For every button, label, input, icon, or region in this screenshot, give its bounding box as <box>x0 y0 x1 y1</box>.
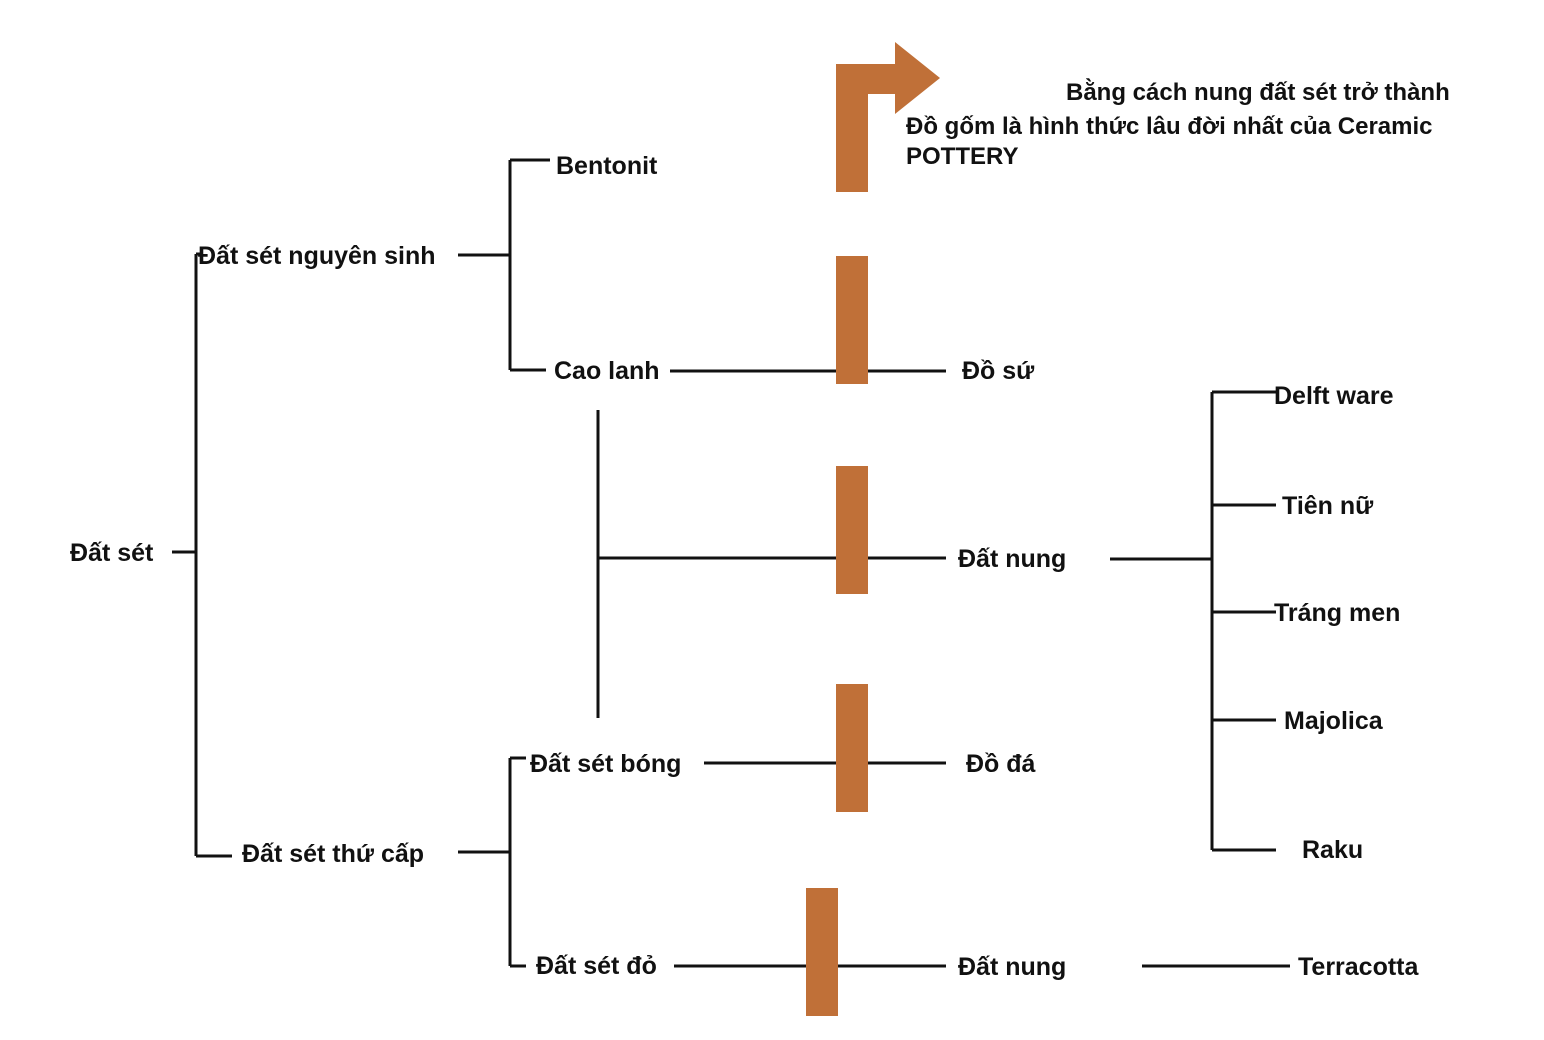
node-secondary-clay: Đất sét thứ cấp <box>242 840 425 868</box>
node-stoneware: Đồ đá <box>966 750 1036 778</box>
node-raku: Raku <box>1302 836 1364 864</box>
node-bentonite: Bentonit <box>556 152 658 180</box>
firing-bar-stoneware <box>836 684 868 812</box>
node-kaolin: Cao lanh <box>554 357 660 385</box>
firing-bar-earthenware <box>836 466 868 594</box>
note-line-3: POTTERY <box>906 143 1019 170</box>
node-red-clay: Đất sét đỏ <box>536 952 657 980</box>
node-delft-ware: Delft ware <box>1274 382 1394 410</box>
node-root: Đất sét <box>70 539 154 567</box>
node-majolica: Majolica <box>1284 707 1383 735</box>
node-primary-clay: Đất sét nguyên sinh <box>198 242 436 270</box>
firing-bar-red-clay <box>806 888 838 1016</box>
firing-path <box>806 42 940 1016</box>
node-earthenware: Đất nung <box>958 545 1067 573</box>
node-glazed: Tráng men <box>1274 599 1401 627</box>
note-line-2: Đồ gốm là hình thức lâu đời nhất của Cer… <box>906 113 1433 140</box>
node-ball-clay: Đất sét bóng <box>530 750 682 778</box>
node-porcelain: Đồ sứ <box>962 357 1035 385</box>
node-terracotta: Terracotta <box>1298 953 1419 981</box>
note-line-1: Bằng cách nung đất sét trở thành <box>1066 79 1450 106</box>
firing-bar-porcelain <box>836 256 868 384</box>
node-earthenware-2: Đất nung <box>958 953 1067 981</box>
turn-right-arrow-icon <box>836 42 940 192</box>
node-fairy: Tiên nữ <box>1282 492 1374 520</box>
